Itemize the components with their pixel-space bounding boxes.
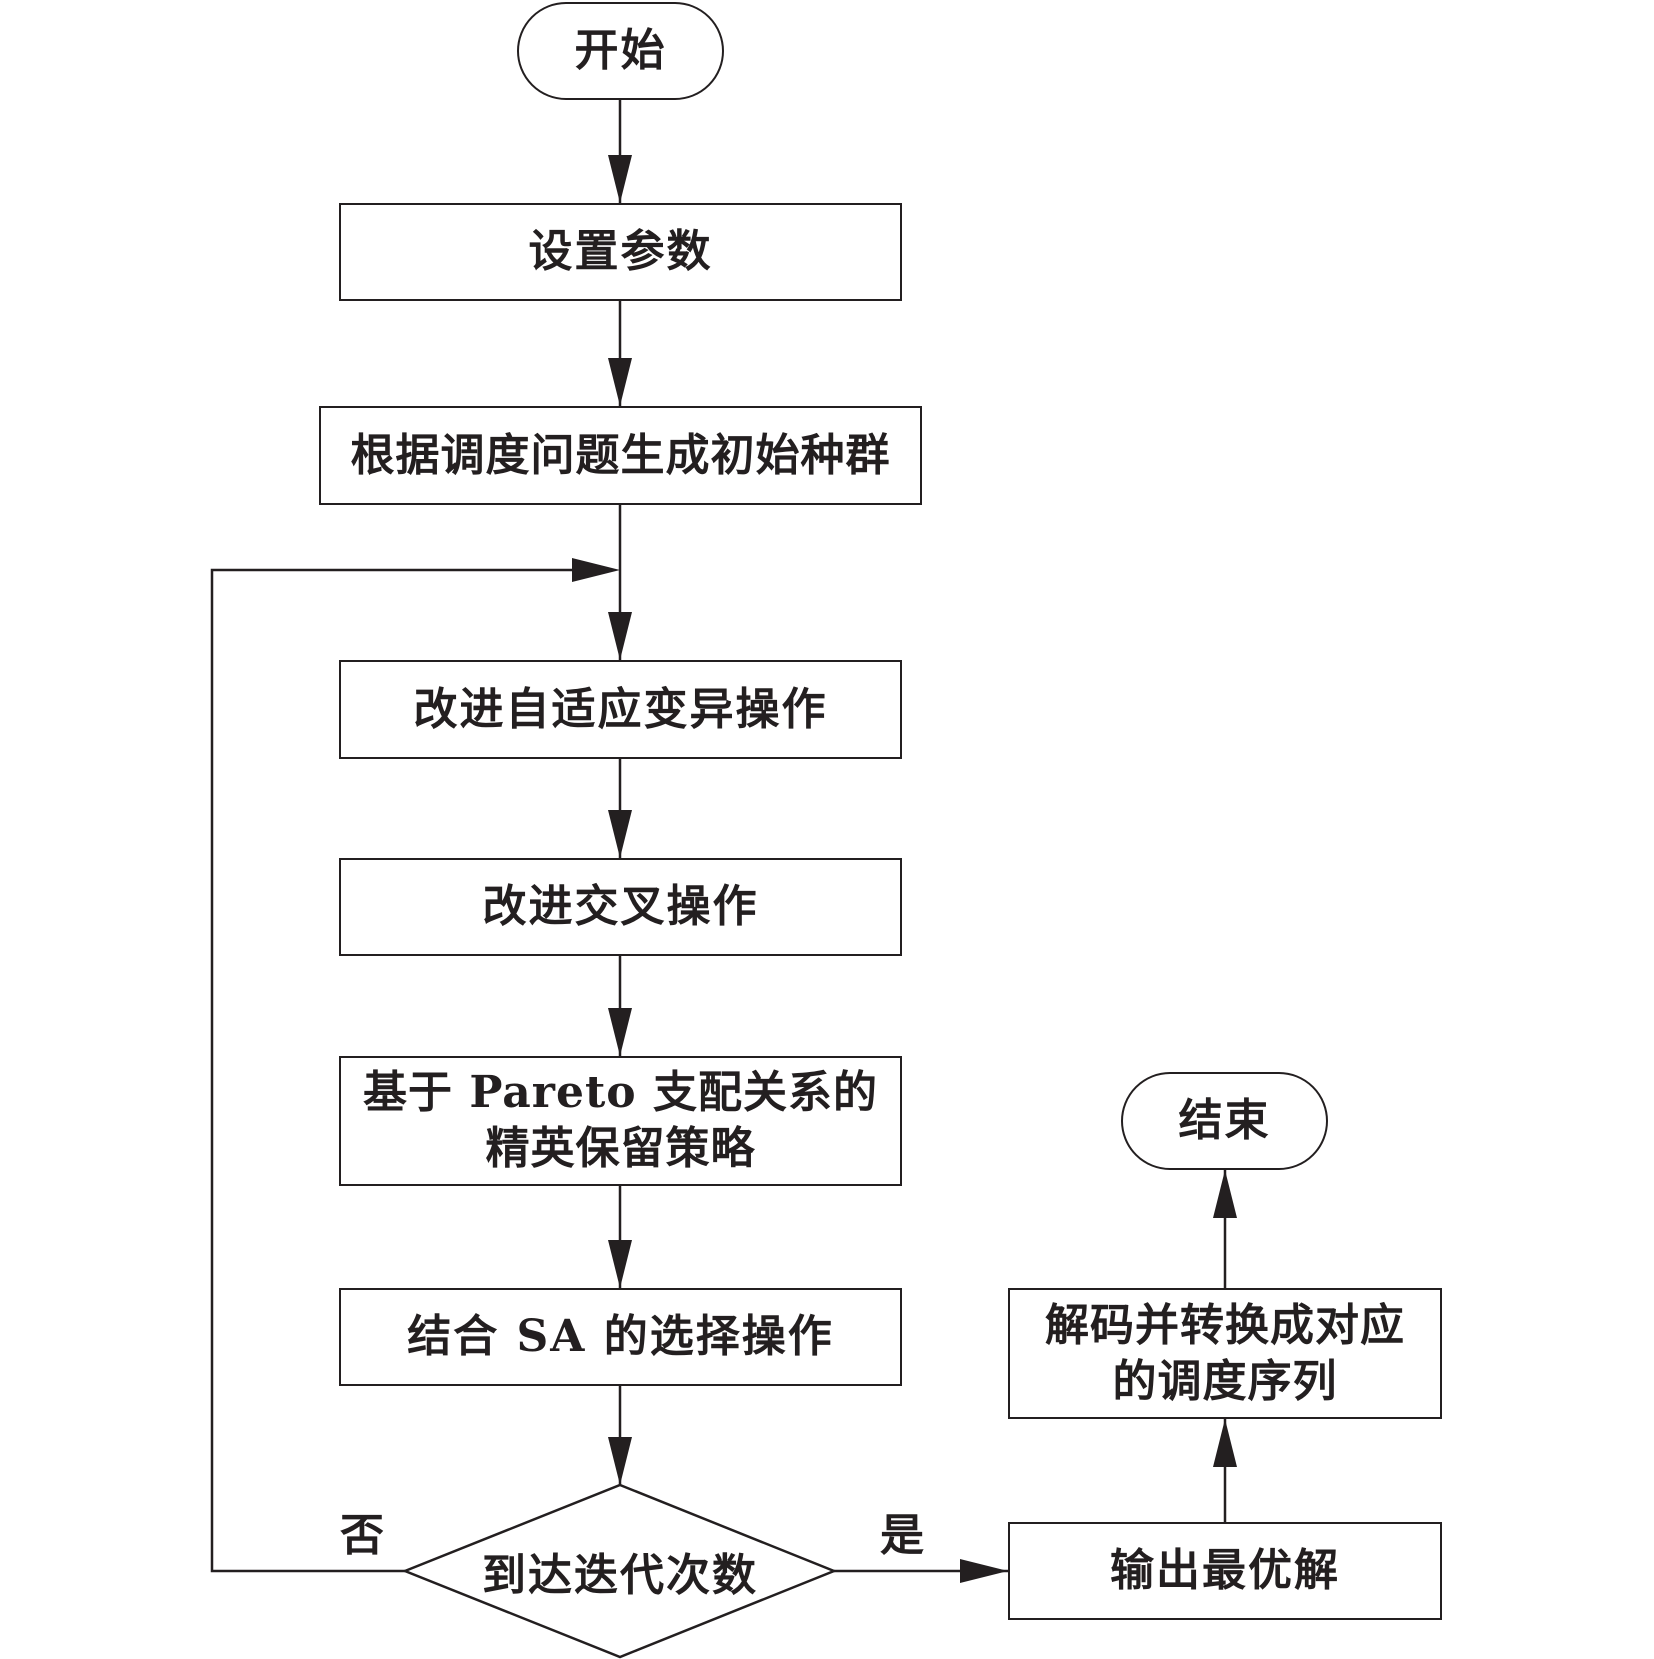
step-output-best: 输出最优解 [1008, 1522, 1442, 1620]
decision-diamond [401, 1483, 838, 1659]
step-set-params: 设置参数 [339, 203, 902, 301]
step-init-population: 根据调度问题生成初始种群 [319, 406, 922, 505]
start-label: 开始 [574, 25, 667, 76]
step-decode: 解码并转换成对应 的调度序列 [1008, 1288, 1442, 1419]
step-crossover: 改进交叉操作 [339, 858, 902, 956]
arrowhead-5 [608, 1008, 632, 1056]
arrowhead-8 [960, 1559, 1008, 1583]
arrowhead-loop [572, 558, 620, 582]
end-label: 结束 [1178, 1095, 1271, 1146]
branch-yes-label: 是 [880, 1510, 924, 1561]
decision-label: 到达迭代次数 [405, 1541, 835, 1601]
elitism-label-line2: 精英保留策略 [485, 1123, 756, 1174]
arrowhead-2 [608, 358, 632, 406]
set-params-label: 设置参数 [528, 226, 713, 277]
elitism-label-line1: 基于 Pareto 支配关系的 [363, 1067, 878, 1118]
decision-text: 到达迭代次数 [482, 1550, 758, 1601]
crossover-label: 改进交叉操作 [482, 881, 759, 932]
arrowhead-4 [608, 810, 632, 858]
arrowhead-3 [608, 612, 632, 660]
step-selection: 结合 SA 的选择操作 [339, 1288, 902, 1386]
loop-back-no-branch [210, 568, 612, 1573]
end-terminal: 结束 [1121, 1072, 1328, 1170]
mutation-label: 改进自适应变异操作 [413, 683, 828, 735]
branch-no-label: 否 [340, 1510, 384, 1561]
arrowhead-7 [608, 1437, 632, 1485]
step-mutation: 改进自适应变异操作 [339, 660, 902, 759]
step-elitism: 基于 Pareto 支配关系的 精英保留策略 [339, 1056, 902, 1186]
arrowhead-1 [608, 155, 632, 203]
arrowhead-6 [608, 1240, 632, 1288]
decode-label-line2: 的调度序列 [1112, 1355, 1338, 1407]
selection-label: 结合 SA 的选择操作 [407, 1311, 834, 1362]
arrowhead-9 [1213, 1419, 1237, 1467]
arrowhead-10 [1213, 1170, 1237, 1218]
start-terminal: 开始 [517, 2, 724, 100]
output-best-label: 输出最优解 [1110, 1545, 1340, 1596]
init-population-label: 根据调度问题生成初始种群 [350, 429, 891, 481]
decode-label-line1: 解码并转换成对应 [1045, 1299, 1405, 1351]
